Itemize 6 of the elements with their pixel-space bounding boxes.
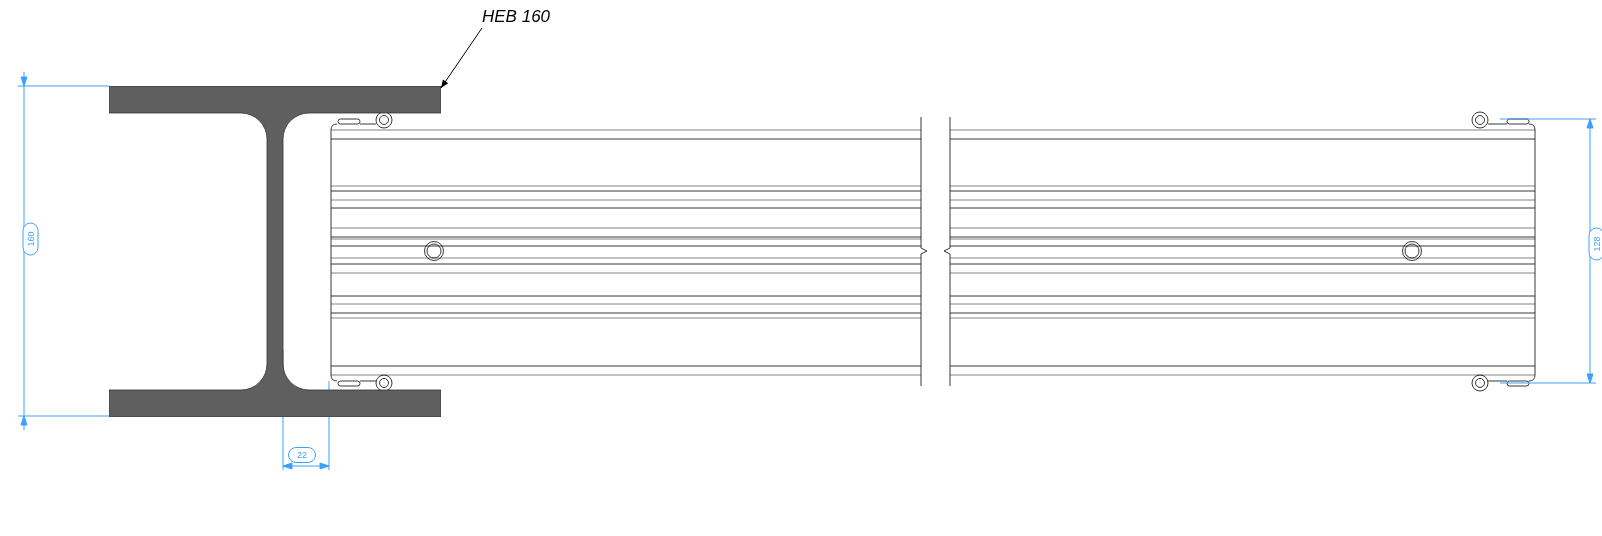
i-beam-drawing (109, 86, 441, 417)
dimension-value: 22 (288, 447, 316, 463)
callout-text: HEB 160 (482, 6, 566, 32)
dimension-value: 128 (1588, 227, 1602, 261)
dimension-value: 160 (22, 222, 39, 256)
leader-arrow (440, 27, 483, 89)
